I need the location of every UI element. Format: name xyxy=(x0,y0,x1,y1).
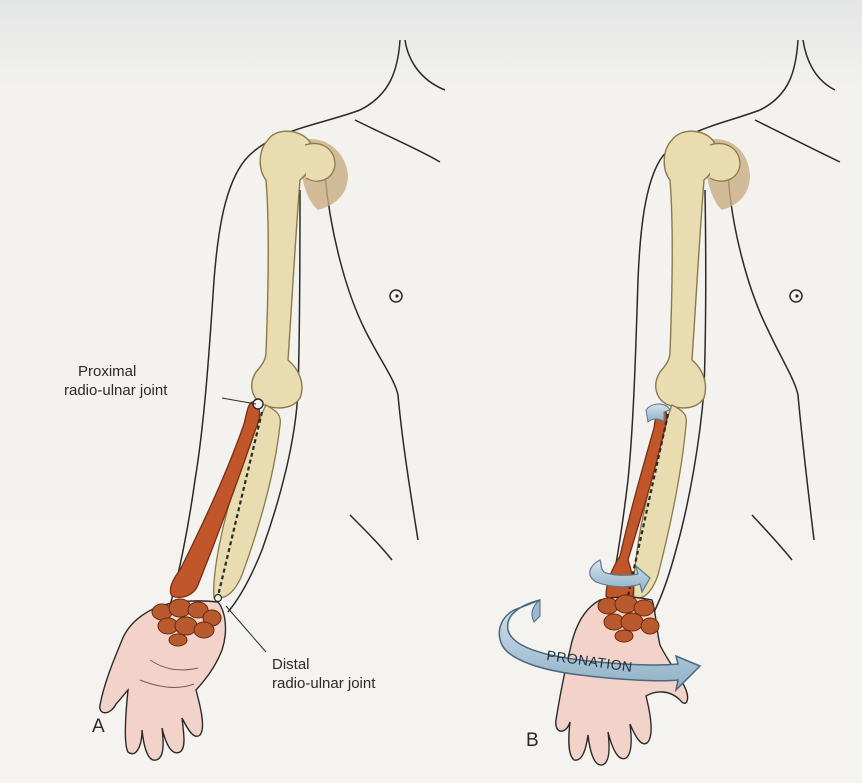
distal-joint-a xyxy=(215,595,222,602)
panel-b-label: B xyxy=(526,730,539,752)
distal-label-line2: radio-ulnar joint xyxy=(272,675,375,693)
distal-label-line1: Distal xyxy=(272,656,310,674)
proximal-label-line2: radio-ulnar joint xyxy=(64,382,167,400)
proximal-label-line1: Proximal xyxy=(78,363,136,381)
panel-a-label: A xyxy=(92,716,105,738)
